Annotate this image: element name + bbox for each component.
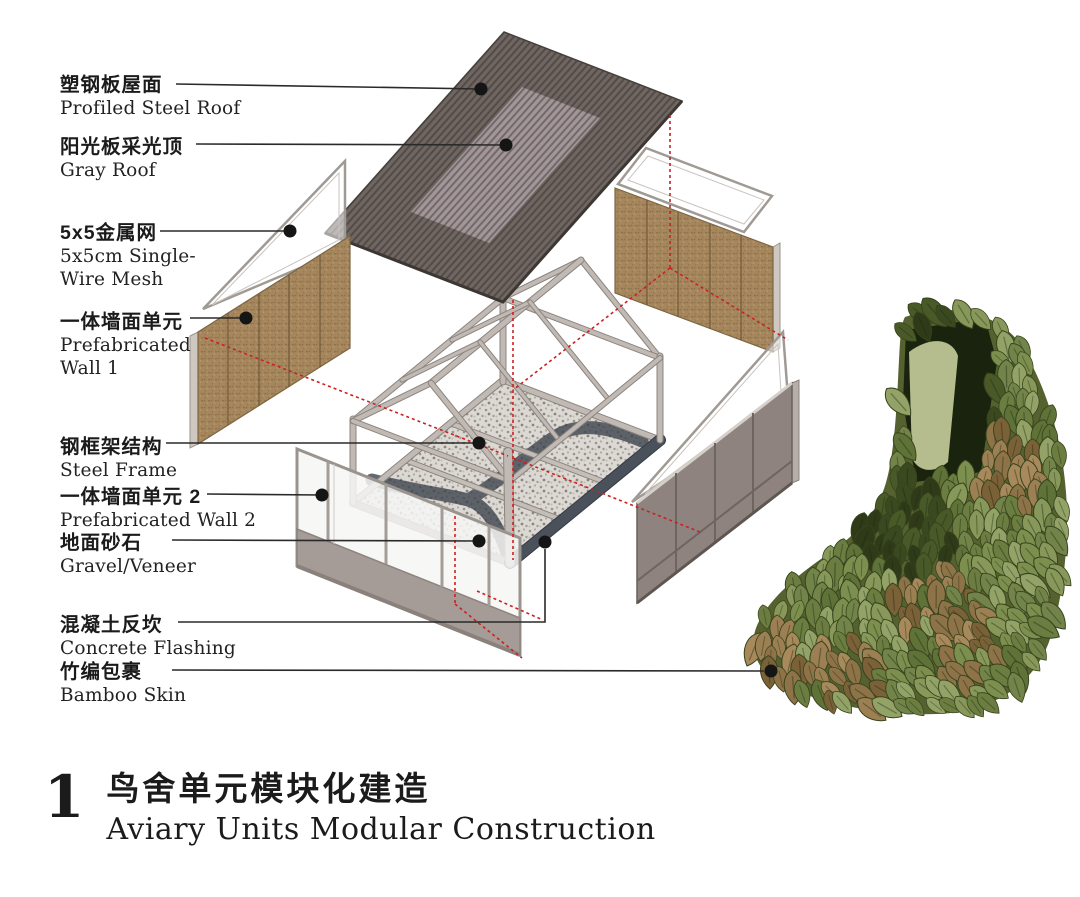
label-en: Prefabricated [60, 335, 191, 356]
wire-mesh-frame-right [615, 146, 775, 234]
label-zh: 阳光板采光顶 [60, 136, 184, 158]
label-zh: 竹编包裹 [60, 661, 143, 683]
label-zh: 塑钢板屋面 [60, 74, 163, 96]
label-prefabricated-wall-1: 一体墙面单元 Prefabricated Wall 1 [60, 310, 191, 380]
label-bamboo-skin: 竹编包裹 Bamboo Skin [60, 660, 186, 707]
label-zh: 地面砂石 [60, 532, 143, 554]
prefabricated-wall-2-left [295, 446, 522, 658]
wire-mesh-triangle-left [202, 157, 347, 311]
label-en: 5x5cm Single- [60, 246, 196, 267]
label-en: Steel Frame [60, 460, 178, 481]
label-en: Wire Mesh [60, 269, 164, 290]
leader-lines [160, 83, 765, 672]
skylight-panel [411, 87, 600, 243]
figure-title-zh: 鸟舍单元模块化建造 [106, 770, 431, 807]
label-concrete-flashing: 混凝土反坎 Concrete Flashing [60, 613, 236, 660]
label-prefabricated-wall-2: 一体墙面单元 2 Prefabricated Wall 2 [60, 485, 256, 532]
bamboo-inner-surface [909, 341, 958, 470]
label-zh: 一体墙面单元 [60, 311, 184, 333]
figure-number: 1 [44, 763, 85, 831]
label-gravel-veneer: 地面砂石 Gravel/Veneer [60, 531, 196, 578]
label-steel-frame: 钢框架结构 Steel Frame [60, 435, 177, 482]
label-en: Gray Roof [60, 160, 156, 181]
label-en: Wall 1 [60, 358, 120, 379]
alignment-guides [204, 115, 789, 659]
label-profiled-steel-roof: 塑钢板屋面 Profiled Steel Roof [60, 73, 240, 120]
prefabricated-wall-1-left [189, 234, 351, 449]
label-zh: 钢框架结构 [60, 436, 163, 458]
figure-title-block: 1 鸟舍单元模块化建造 Aviary Units Modular Constru… [44, 768, 656, 850]
label-en: Prefabricated Wall 2 [60, 510, 257, 531]
label-zh: 一体墙面单元 2 [60, 486, 202, 508]
label-en: Concrete Flashing [60, 638, 236, 659]
label-en: Profiled Steel Roof [60, 98, 241, 119]
label-zh: 5x5金属网 [60, 222, 158, 244]
figure-title-en: Aviary Units Modular Construction [106, 812, 656, 847]
leader-dots [239, 82, 778, 678]
label-en: Gravel/Veneer [60, 556, 197, 577]
profiled-steel-roof-panel [323, 31, 684, 304]
label-wire-mesh: 5x5金属网 5x5cm Single- Wire Mesh [60, 221, 196, 291]
label-zh: 混凝土反坎 [60, 614, 163, 636]
bamboo-skin [743, 297, 1072, 722]
label-gray-roof: 阳光板采光顶 Gray Roof [60, 135, 183, 182]
prefabricated-wall-2-right [636, 379, 800, 605]
label-en: Bamboo Skin [60, 685, 187, 706]
